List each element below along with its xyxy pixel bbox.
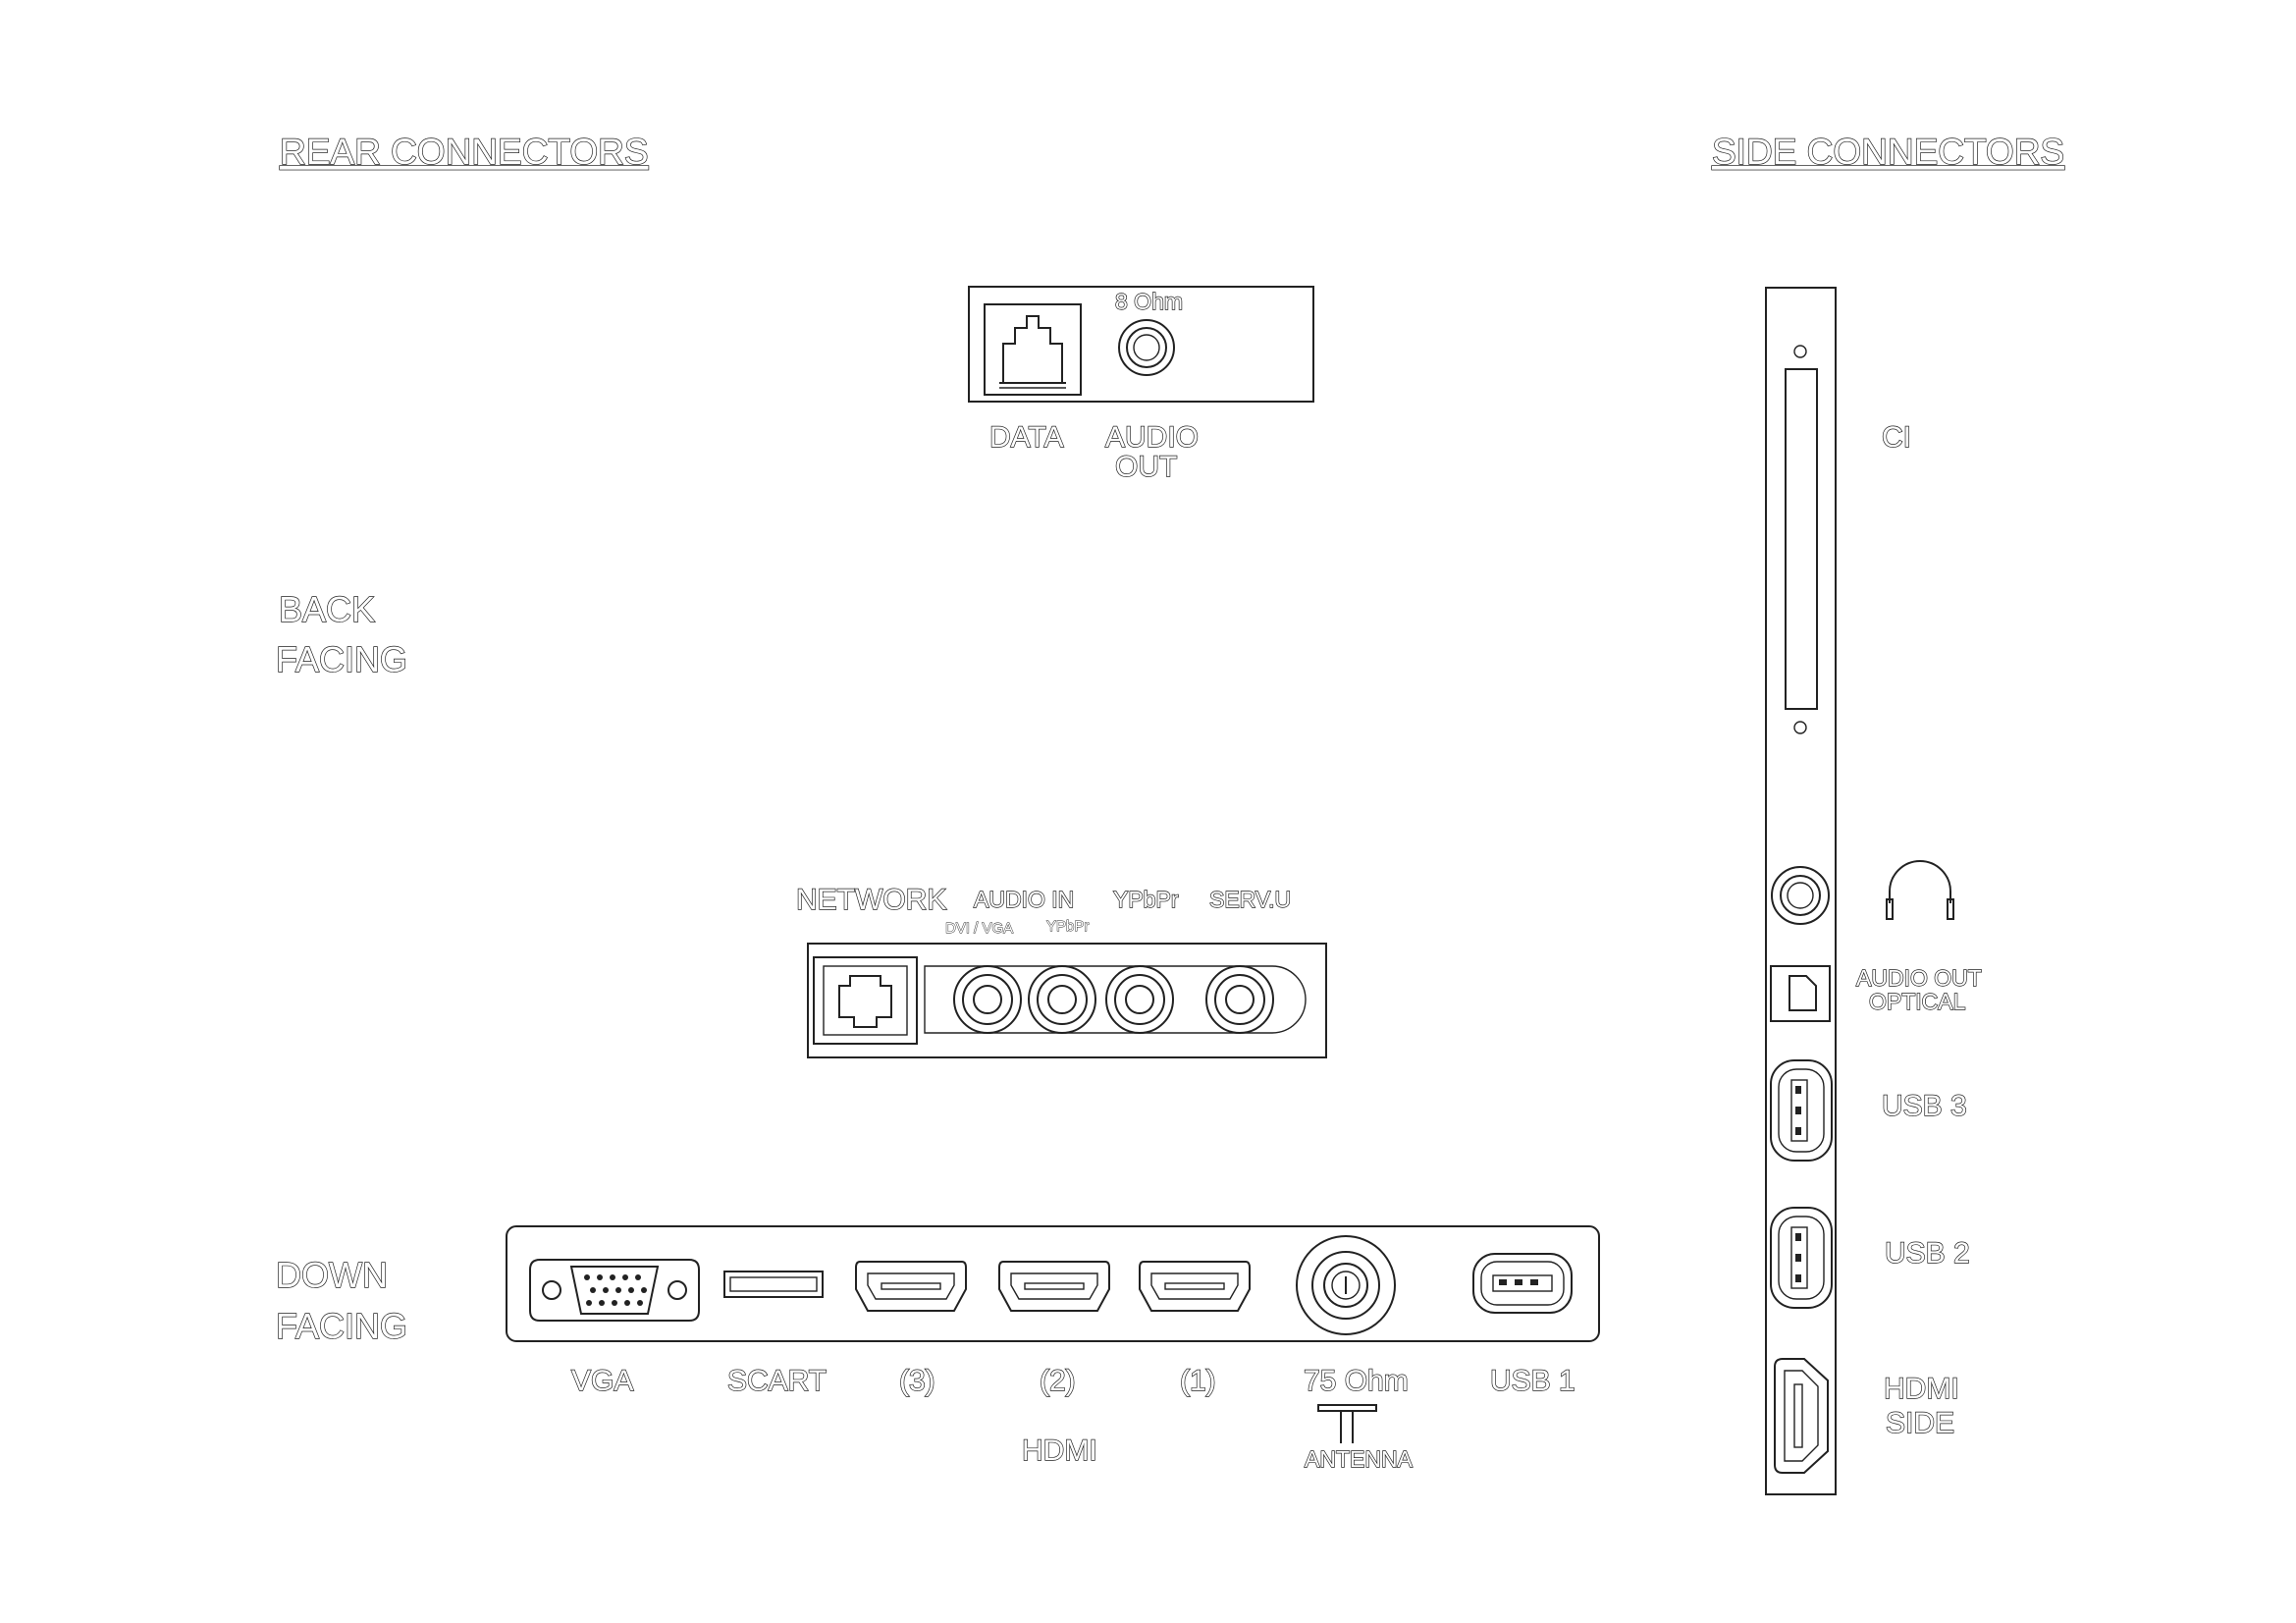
rj45-network-icon xyxy=(813,956,918,1045)
hdmi-2-icon xyxy=(998,1261,1110,1312)
hdmi-label: HDMI xyxy=(1022,1434,1097,1467)
audio-out-label-line1: AUDIO xyxy=(1105,421,1199,454)
rj11-data-icon xyxy=(984,303,1082,396)
usb-2-label: USB 2 xyxy=(1885,1237,1970,1270)
audio-out-optical-label-line2: OPTICAL xyxy=(1869,989,1966,1014)
rca-audio-in-ypbpr-icon xyxy=(1028,965,1096,1034)
rca-ypbpr-icon xyxy=(1105,965,1174,1034)
hdmi-side-label-line2: SIDE xyxy=(1886,1407,1954,1439)
usb-2-icon xyxy=(1770,1207,1833,1309)
back-facing-label-line1: BACK xyxy=(279,589,375,629)
headphones-icon xyxy=(1886,860,1954,920)
back-connector-panel xyxy=(807,943,1327,1058)
usb-1-label: USB 1 xyxy=(1490,1365,1575,1397)
optical-icon xyxy=(1770,965,1831,1022)
hdmi-1-icon xyxy=(1139,1261,1251,1312)
hdmi-side-label-line1: HDMI xyxy=(1884,1373,1959,1405)
hdmi-1-label: (1) xyxy=(1180,1365,1216,1397)
hdmi-side-icon xyxy=(1774,1358,1829,1474)
dvi-vga-label: DVI / VGA xyxy=(945,920,1013,937)
rear-connectors-title: REAR CONNECTORS xyxy=(280,132,649,172)
ci-slot-icon xyxy=(1785,345,1818,734)
down-connector-panel xyxy=(506,1225,1600,1342)
antenna-label: ANTENNA xyxy=(1305,1446,1414,1472)
jack-icon xyxy=(1118,319,1175,376)
back-facing-label-line2: FACING xyxy=(276,639,407,679)
serv-u-label: SERV.U xyxy=(1209,887,1291,912)
down-facing-label-line1: DOWN xyxy=(276,1255,388,1295)
vga-label: VGA xyxy=(571,1365,633,1397)
hdmi-2-label: (2) xyxy=(1040,1365,1076,1397)
audio-out-optical-label-line1: AUDIO OUT xyxy=(1856,965,1982,991)
usb-3-label: USB 3 xyxy=(1882,1090,1967,1122)
ohm-75-label: 75 Ohm xyxy=(1304,1365,1409,1397)
scart-label: SCART xyxy=(727,1365,827,1397)
network-label: NETWORK xyxy=(796,884,946,916)
ci-label: CI xyxy=(1882,421,1911,454)
down-facing-label-line2: FACING xyxy=(276,1306,407,1346)
ohm-label: 8 Ohm xyxy=(1115,289,1183,314)
side-jack-icon xyxy=(1771,866,1830,925)
side-connectors-title: SIDE CONNECTORS xyxy=(1712,132,2064,172)
audio-in-label: AUDIO IN xyxy=(974,887,1074,912)
hdmi-3-label: (3) xyxy=(899,1365,935,1397)
antenna-symbol-icon xyxy=(1317,1404,1377,1443)
ypbpr-label: YPbPr xyxy=(1113,887,1179,912)
antenna-coax-icon xyxy=(1296,1235,1396,1335)
vga-icon xyxy=(529,1259,700,1322)
top-connector-panel: 8 Ohm xyxy=(968,286,1314,403)
rca-audio-in-dvi-icon xyxy=(953,965,1022,1034)
data-label: DATA xyxy=(989,421,1064,454)
audio-out-label-line2: OUT xyxy=(1115,451,1177,483)
usb-1-icon xyxy=(1472,1253,1573,1314)
scart-icon xyxy=(723,1271,824,1298)
hdmi-3-icon xyxy=(855,1261,967,1312)
usb-3-icon xyxy=(1770,1059,1833,1162)
side-connector-panel xyxy=(1765,287,1837,1495)
ypbpr-small-label: YPbPr xyxy=(1046,918,1089,935)
rca-serv-u-icon xyxy=(1205,965,1274,1034)
